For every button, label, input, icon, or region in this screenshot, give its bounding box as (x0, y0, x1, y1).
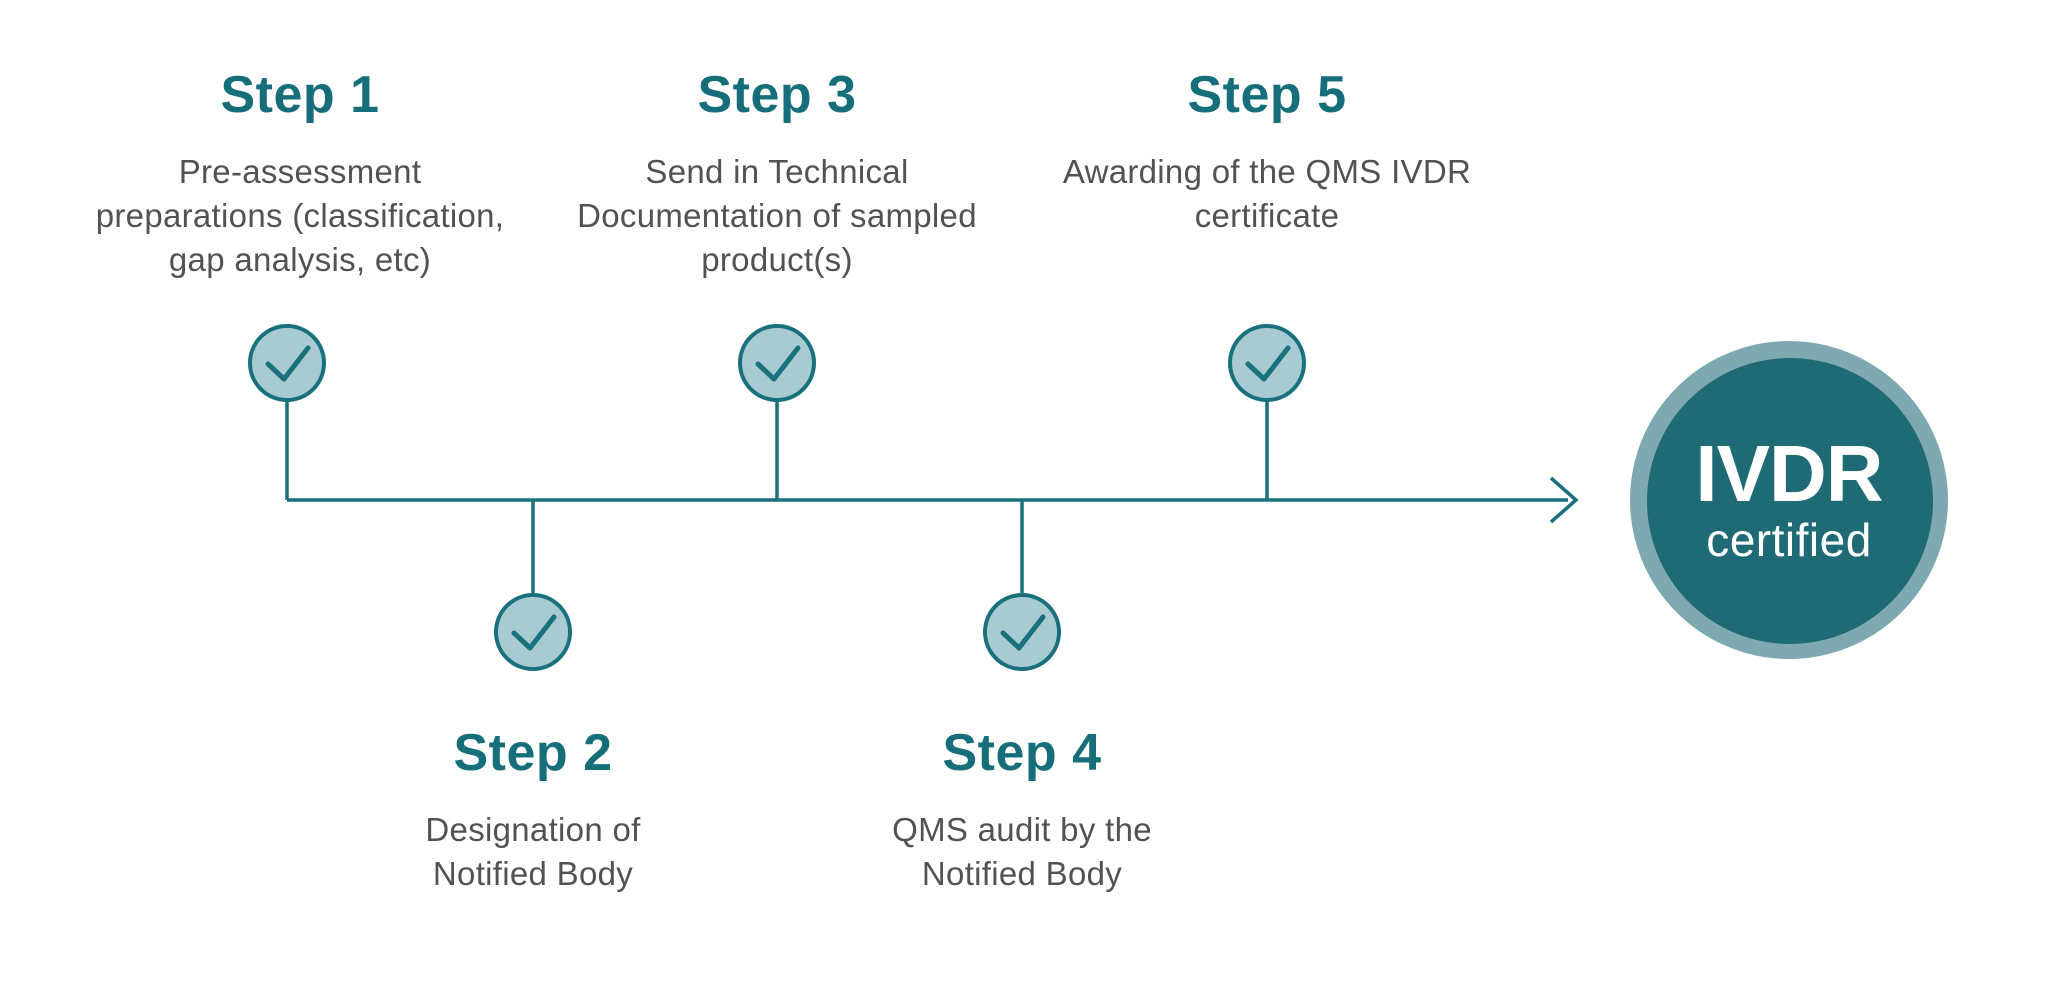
step-2-node (494, 593, 572, 671)
check-icon (1245, 345, 1291, 382)
step-1: Step 1 Pre-assessment preparations (clas… (40, 64, 560, 282)
step-1-description: Pre-assessment preparations (classificat… (95, 153, 505, 278)
step-4-description: QMS audit by the Notified Body (892, 811, 1152, 892)
step-2-description: Designation of Notified Body (425, 811, 641, 892)
step-2: Step 2 Designation of Notified Body (273, 722, 793, 896)
step-5-title: Step 5 (1187, 66, 1347, 124)
step-3: Step 3 Send in Technical Documentation o… (517, 64, 1037, 282)
node-circle (248, 324, 326, 402)
node-circle (983, 593, 1061, 671)
badge-subtitle: certified (1706, 514, 1872, 566)
step-4-title: Step 4 (942, 724, 1102, 782)
step-3-description: Send in Technical Documentation of sampl… (577, 153, 977, 278)
node-circle (738, 324, 816, 402)
step-3-node (738, 324, 816, 402)
node-circle (494, 593, 572, 671)
step-4-node (983, 593, 1061, 671)
ivdr-certified-badge-graphic (1630, 341, 1948, 659)
step-5: Step 5 Awarding of the QMS IVDR certific… (1007, 64, 1527, 238)
node-circle (1228, 324, 1306, 402)
badge-title: IVDR (1695, 429, 1883, 518)
step-1-node (248, 324, 326, 402)
check-icon (1000, 614, 1046, 651)
check-icon (511, 614, 557, 651)
step-4: Step 4 QMS audit by the Notified Body (762, 722, 1282, 896)
step-1-title: Step 1 (220, 66, 380, 124)
step-5-description: Awarding of the QMS IVDR certificate (1062, 153, 1472, 234)
step-3-title: Step 3 (697, 66, 857, 124)
check-icon (755, 345, 801, 382)
badge-inner-circle (1647, 358, 1933, 644)
step-5-node (1228, 324, 1306, 402)
step-2-title: Step 2 (453, 724, 613, 782)
ivdr-certified-badge: IVDR certified (1695, 429, 1883, 567)
arrow-right-icon (1549, 476, 1579, 524)
check-icon (265, 345, 311, 382)
